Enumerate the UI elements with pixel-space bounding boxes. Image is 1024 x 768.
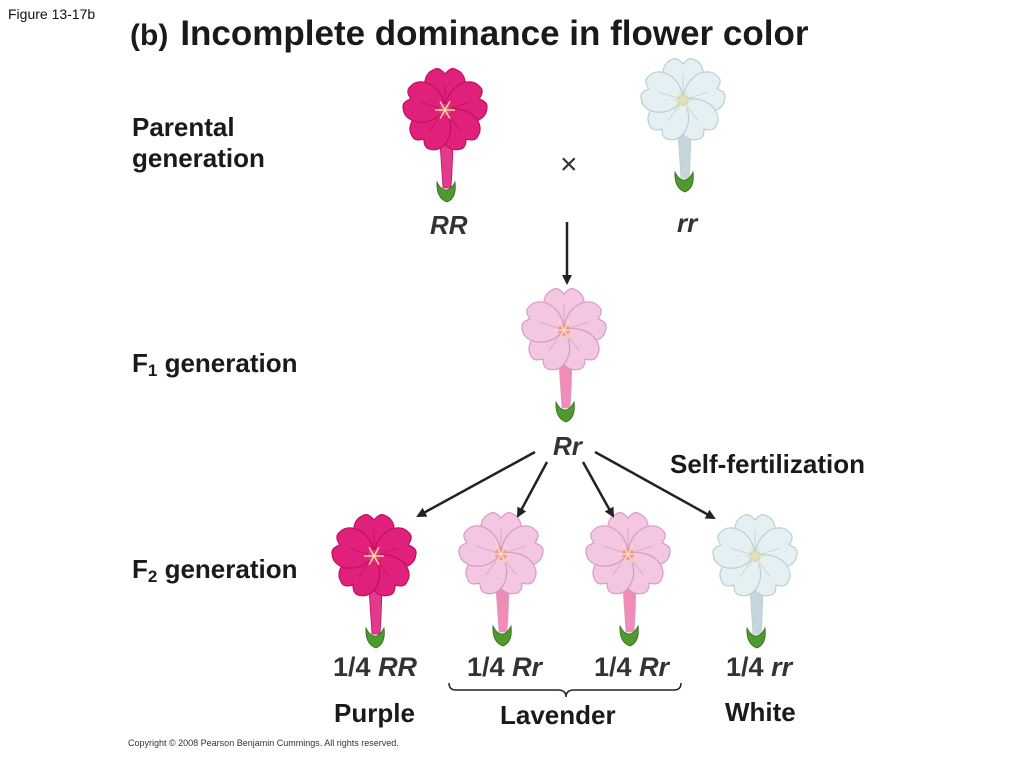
lavender-brace bbox=[449, 683, 681, 697]
offspring-4-fraction: 1/4 bbox=[726, 652, 764, 682]
offspring-1-genotype: RR bbox=[378, 652, 417, 682]
cross-symbol: × bbox=[560, 148, 578, 182]
offspring-ratio-4: 1/4 rr bbox=[726, 652, 792, 683]
f1-to-f2-arrow-1 bbox=[418, 452, 535, 516]
copyright-notice: Copyright © 2008 Pearson Benjamin Cummin… bbox=[128, 738, 399, 748]
offspring-ratio-1: 1/4 RR bbox=[333, 652, 417, 683]
offspring-ratio-2: 1/4 Rr bbox=[467, 652, 542, 683]
f1-to-f2-arrow-2 bbox=[518, 462, 547, 516]
f2-lavender-flower-2 bbox=[582, 513, 673, 646]
self-fertilization-label: Self-fertilization bbox=[670, 449, 865, 480]
parent-genotype-RR: RR bbox=[430, 210, 468, 241]
f2-lavender-flower-1 bbox=[455, 513, 546, 646]
phenotype-purple: Purple bbox=[334, 698, 415, 729]
parent-purple-flower bbox=[399, 69, 490, 202]
offspring-2-genotype: Rr bbox=[512, 652, 542, 682]
f2-purple-flower bbox=[328, 515, 419, 648]
offspring-ratio-3: 1/4 Rr bbox=[594, 652, 669, 683]
f1-to-f2-arrow-3 bbox=[583, 462, 613, 516]
phenotype-lavender: Lavender bbox=[500, 700, 616, 731]
offspring-4-genotype: rr bbox=[771, 652, 792, 682]
phenotype-white: White bbox=[725, 697, 796, 728]
offspring-3-fraction: 1/4 bbox=[594, 652, 632, 682]
f1-lavender-flower bbox=[518, 289, 609, 422]
offspring-2-fraction: 1/4 bbox=[467, 652, 505, 682]
offspring-3-genotype: Rr bbox=[639, 652, 669, 682]
parent-white-flower bbox=[637, 59, 728, 192]
f1-genotype: Rr bbox=[553, 431, 582, 462]
offspring-1-fraction: 1/4 bbox=[333, 652, 371, 682]
f2-white-flower bbox=[709, 515, 800, 648]
parent-genotype-rr: rr bbox=[677, 208, 697, 239]
